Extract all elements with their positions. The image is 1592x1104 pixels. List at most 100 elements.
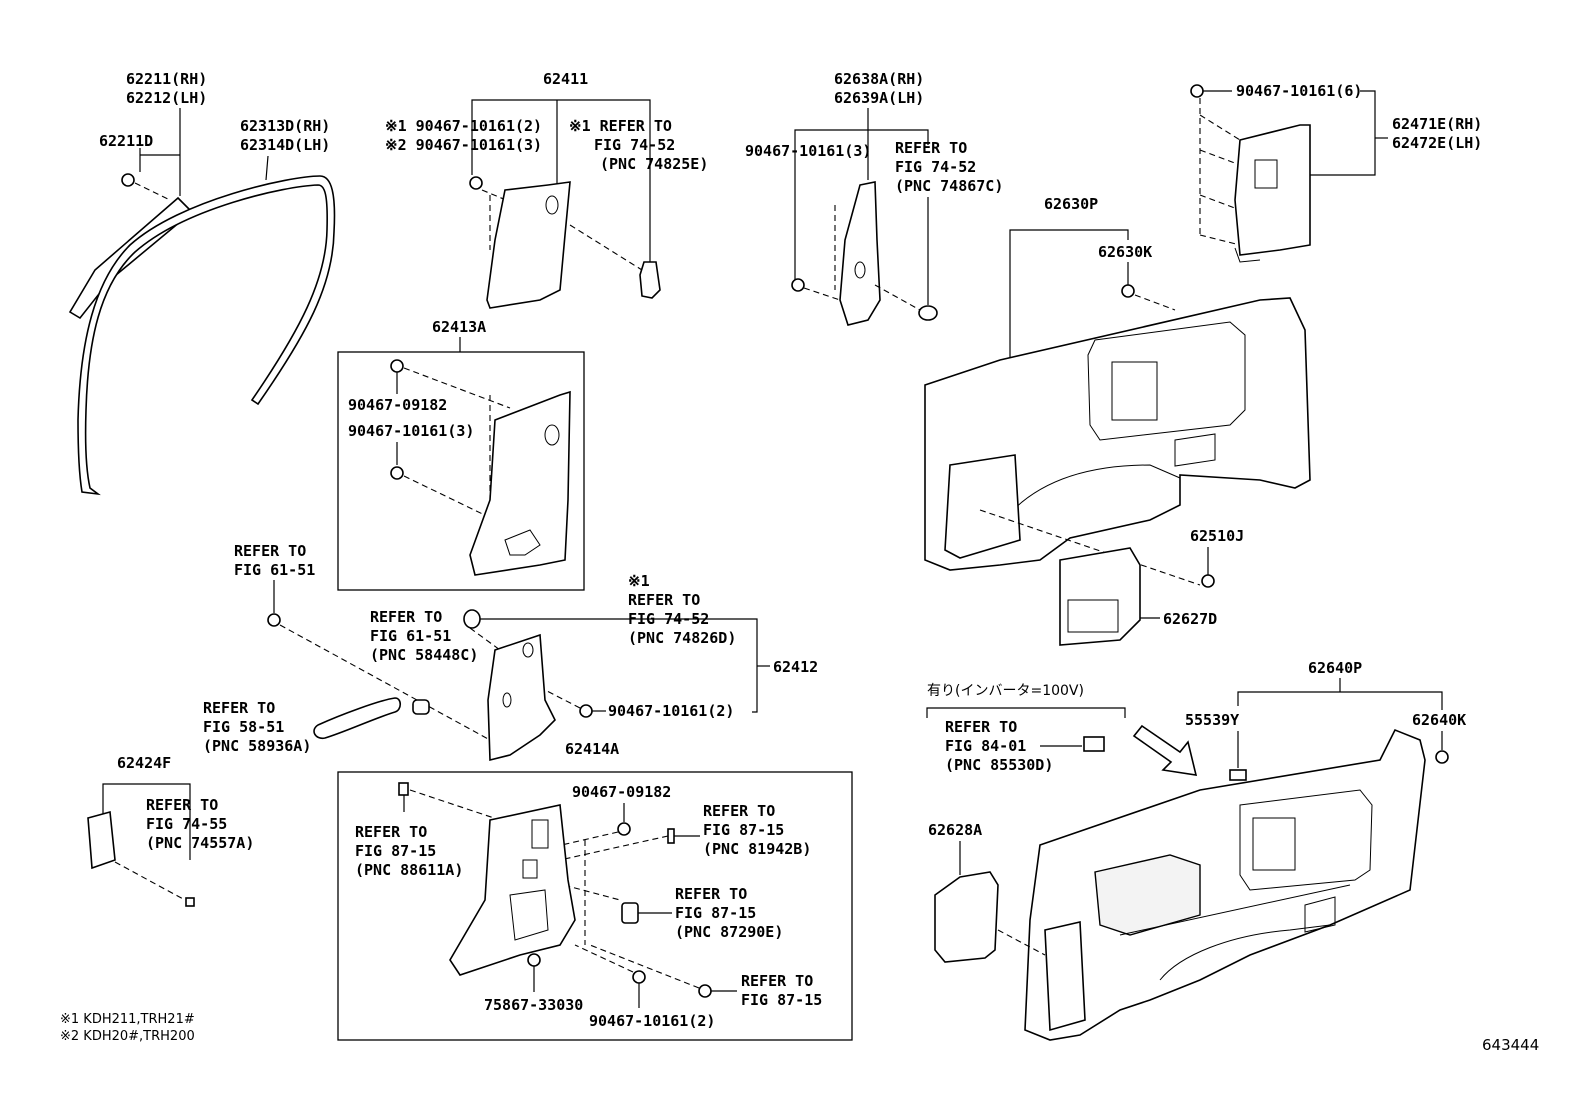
label-62211: 62211(RH) bbox=[126, 70, 207, 88]
label-90467-09182b: 90467-09182 bbox=[572, 783, 671, 801]
footnote-1: ※1 KDH211,TRH21# bbox=[60, 1012, 195, 1027]
grip-cap-icon bbox=[412, 699, 430, 715]
label-90467-2b: 90467-10161(2) bbox=[589, 1012, 715, 1030]
label-75867: 75867-33030 bbox=[484, 996, 583, 1014]
quarter-trim-panel-part bbox=[924, 297, 1311, 571]
pillar-trim-62414A-part bbox=[449, 804, 576, 976]
clip-icon bbox=[632, 970, 646, 984]
group-62412: REFER TO FIG 61-51 REFER TO FIG 61-51 (P… bbox=[203, 542, 818, 762]
label-62640K: 62640K bbox=[1412, 711, 1466, 729]
trim-62424F-part bbox=[87, 810, 116, 870]
label-ref-58936A-a: REFER TO bbox=[203, 699, 275, 717]
quarter-panel-opening bbox=[944, 454, 1021, 559]
group-62424F: 62424F REFER TO FIG 74-55 (PNC 74557A) bbox=[87, 754, 254, 907]
outlet-85530D-icon bbox=[1083, 736, 1105, 752]
clip-74867C-icon bbox=[918, 305, 938, 321]
clip-icon bbox=[469, 176, 483, 190]
label-62471E: 62471E(RH) bbox=[1392, 115, 1482, 133]
label-ref-74826D-mark: ※1 bbox=[628, 572, 650, 590]
label-ref-74557A-c: (PNC 74557A) bbox=[146, 834, 254, 852]
clip-74825E-icon bbox=[639, 261, 661, 299]
switch-87290E-icon bbox=[621, 902, 639, 924]
label-ref-61-51-b: FIG 61-51 bbox=[234, 561, 315, 579]
label-62627D: 62627D bbox=[1163, 610, 1217, 628]
label-ref-81942B-a: REFER TO bbox=[703, 802, 775, 820]
label-ref-87290E-b: FIG 87-15 bbox=[675, 904, 756, 922]
label-ref-58448C-b: FIG 61-51 bbox=[370, 627, 451, 645]
group-62211: 62211(RH) 62212(LH) 62211D 62313D(RH) 62… bbox=[68, 70, 336, 496]
group-62471E: 90467-10161(6) 62471E(RH) 62472E(LH) bbox=[1190, 82, 1482, 263]
label-ref-88611A-a: REFER TO bbox=[355, 823, 427, 841]
label-ref-87-15-a: REFER TO bbox=[741, 972, 813, 990]
label-62313D: 62313D(RH) bbox=[240, 117, 330, 135]
group-62414A: 62414A REFER TO FIG 87-15 (PNC 88611A) 9… bbox=[337, 740, 853, 1041]
clip-icon bbox=[398, 782, 409, 796]
label-62211D: 62211D bbox=[99, 132, 153, 150]
back-panel-opening bbox=[1044, 921, 1086, 1032]
clip-icon bbox=[667, 828, 675, 844]
label-62424F: 62424F bbox=[117, 754, 171, 772]
bolt-icon bbox=[267, 613, 281, 627]
clip-icon bbox=[1121, 284, 1135, 298]
label-ref-88611A-b: FIG 87-15 bbox=[355, 842, 436, 860]
label-ref-87290E-a: REFER TO bbox=[675, 885, 747, 903]
label-ref-85530D-c: (PNC 85530D) bbox=[945, 756, 1053, 774]
label-90467-09182a: 90467-09182 bbox=[348, 396, 447, 414]
label-ref-74826D-b: FIG 74-52 bbox=[628, 610, 709, 628]
label-62411: 62411 bbox=[543, 70, 588, 88]
clip-icon bbox=[617, 822, 631, 836]
label-ref-74867C-c: (PNC 74867C) bbox=[895, 177, 1003, 195]
label-ref-87290E-c: (PNC 87290E) bbox=[675, 923, 783, 941]
label-62628A: 62628A bbox=[928, 821, 982, 839]
clip-icon bbox=[390, 359, 404, 373]
label-ref-85530D-a: REFER TO bbox=[945, 718, 1017, 736]
bolt-icon bbox=[527, 953, 541, 967]
label-ref-58448C-c: (PNC 58448C) bbox=[370, 646, 478, 664]
label-ref-74557A-a: REFER TO bbox=[146, 796, 218, 814]
label-90467-3-note2: ※2 90467-10161(3) bbox=[385, 136, 542, 154]
label-90467-2a: 90467-10161(2) bbox=[608, 702, 734, 720]
clip-icon bbox=[579, 704, 593, 718]
label-ref-58448C-a: REFER TO bbox=[370, 608, 442, 626]
clip-icon bbox=[1201, 574, 1215, 588]
back-door-trim-panel-part bbox=[1024, 728, 1426, 1041]
label-62510J: 62510J bbox=[1190, 527, 1244, 545]
group-62638A: 62638A(RH) 62639A(LH) 90467-10161(3) REF… bbox=[745, 70, 1003, 326]
label-ref-74826D-c: (PNC 74826D) bbox=[628, 629, 736, 647]
label-55539Y: 55539Y bbox=[1185, 711, 1239, 729]
label-62630P: 62630P bbox=[1044, 195, 1098, 213]
label-inverter-note: 有り(インバータ=100V) bbox=[927, 683, 1084, 699]
label-ref-58936A-c: (PNC 58936A) bbox=[203, 737, 311, 755]
label-ref-88611A-c: (PNC 88611A) bbox=[355, 861, 463, 879]
cover-62628A-part bbox=[934, 871, 999, 963]
label-ref-61-51-a: REFER TO bbox=[234, 542, 306, 560]
label-ref-74557A-b: FIG 74-55 bbox=[146, 815, 227, 833]
clip-icon bbox=[1229, 769, 1247, 781]
group-62411: 62411 ※1 90467-10161(2) ※2 90467-10161(3… bbox=[385, 70, 708, 309]
inset-box-62413A bbox=[337, 351, 585, 591]
label-ref-58936A-b: FIG 58-51 bbox=[203, 718, 284, 736]
direction-arrow-icon bbox=[1132, 724, 1198, 776]
label-ref-74825E-a: ※1 REFER TO bbox=[569, 117, 672, 135]
label-90467-6: 90467-10161(6) bbox=[1236, 82, 1362, 100]
label-ref-81942B-c: (PNC 81942B) bbox=[703, 840, 811, 858]
clip-icon bbox=[1435, 750, 1449, 764]
hook-58448C-icon bbox=[463, 609, 481, 629]
clip-icon bbox=[1190, 84, 1204, 98]
label-ref-74826D-a: REFER TO bbox=[628, 591, 700, 609]
label-62640P: 62640P bbox=[1308, 659, 1362, 677]
label-ref-85530D-b: FIG 84-01 bbox=[945, 737, 1026, 755]
label-ref-87-15-b: FIG 87-15 bbox=[741, 991, 822, 1009]
group-62640P: 有り(インバータ=100V) REFER TO FIG 84-01 (PNC 8… bbox=[926, 659, 1466, 1041]
label-62472E: 62472E(LH) bbox=[1392, 134, 1482, 152]
label-62638A: 62638A(RH) bbox=[834, 70, 924, 88]
label-62412: 62412 bbox=[773, 658, 818, 676]
speaker-grille-part bbox=[1094, 854, 1201, 936]
label-62413A: 62413A bbox=[432, 318, 486, 336]
clip-icon bbox=[698, 984, 712, 998]
label-90467-3c: 90467-10161(3) bbox=[348, 422, 474, 440]
group-62630P: 62630P 62630K 62510J 62627D bbox=[924, 195, 1311, 646]
label-62639A: 62639A(LH) bbox=[834, 89, 924, 107]
